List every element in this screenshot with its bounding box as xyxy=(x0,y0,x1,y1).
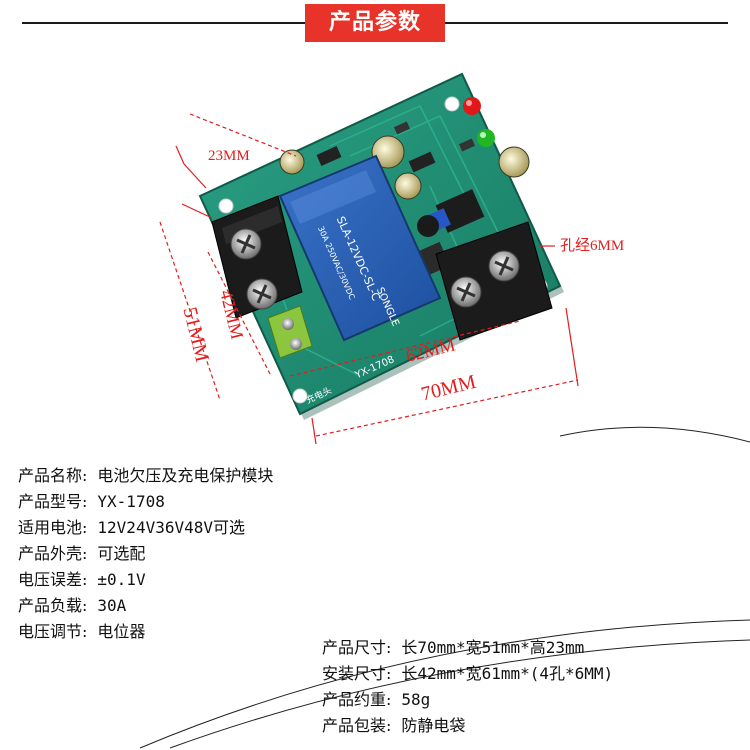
spec-row: 产品型号: YX-1708 xyxy=(18,488,165,512)
dim-hole-label: 孔经6MM xyxy=(560,237,624,254)
spec-row: 产品尺寸: 长70mm*宽51mm*高23mm xyxy=(322,634,584,658)
led-indicators xyxy=(463,97,495,147)
terminal-block-right xyxy=(435,221,553,341)
header-rule-left xyxy=(22,22,305,24)
decorative-curve xyxy=(559,426,750,443)
spec-label: 产品负载: xyxy=(18,596,88,615)
spec-value: 长70mm*宽51mm*高23mm xyxy=(401,638,585,657)
spec-row: 适用电池: 12V24V36V48V可选 xyxy=(18,514,245,538)
terminal-block-left xyxy=(211,195,303,319)
spec-label: 产品型号: xyxy=(18,492,88,511)
spec-label: 产品名称: xyxy=(18,466,88,485)
spec-label: 电压误差: xyxy=(18,570,88,589)
spec-value: 可选配 xyxy=(97,544,146,563)
section-header: 产品参数 xyxy=(0,0,750,46)
spec-row: 产品包装: 防静电袋 xyxy=(322,712,465,736)
spec-row: 电压调节: 电位器 xyxy=(18,618,145,642)
dim-board-height-label: 51MM xyxy=(178,305,213,364)
header-rule-right xyxy=(445,22,728,24)
charge-terminal xyxy=(267,305,313,359)
spec-value: 58g xyxy=(401,690,431,709)
spec-value: 长42mm*宽61mm*(4孔*6MM) xyxy=(401,664,614,683)
spec-value: YX-1708 xyxy=(97,492,165,511)
spec-label: 产品包装: xyxy=(322,716,392,735)
spec-section: 产品名称: 电池欠压及充电保护模块 产品型号: YX-1708 适用电池: 12V24… xyxy=(0,450,750,750)
spec-value: ±0.1V xyxy=(97,570,146,589)
spec-divider-curves xyxy=(139,619,750,749)
capacitors xyxy=(279,135,530,237)
dim-board-width-label: 70MM xyxy=(419,371,478,406)
mount-hole xyxy=(444,96,460,112)
spec-label: 电压调节: xyxy=(18,622,88,641)
relay: SLA-12VDC-SL-C 30A 250VAC/30VDC SONGLE xyxy=(278,154,442,342)
spec-row: 产品负载: 30A xyxy=(18,592,126,616)
spec-label: 产品尺寸: xyxy=(322,638,392,657)
spec-label: 产品外壳: xyxy=(18,544,88,563)
spec-value: 电池欠压及充电保护模块 xyxy=(97,466,274,485)
spec-row: 产品约重: 58g xyxy=(322,686,430,710)
spec-value: 电位器 xyxy=(97,622,146,641)
spec-row: 产品外壳: 可选配 xyxy=(18,540,145,564)
spec-value: 30A xyxy=(97,596,127,615)
section-title: 产品参数 xyxy=(305,4,445,42)
spec-label: 安装尺寸: xyxy=(322,664,392,683)
spec-label: 适用电池: xyxy=(18,518,88,537)
dimension-annotations xyxy=(159,113,579,445)
spec-row: 安装尺寸: 长42mm*宽61mm*(4孔*6MM) xyxy=(322,660,613,684)
spec-value: 防静电袋 xyxy=(401,716,466,735)
spec-label: 产品约重: xyxy=(322,690,392,709)
dim-height-label: 23MM xyxy=(208,148,250,164)
mount-hole xyxy=(218,198,234,214)
spec-value: 12V24V36V48V可选 xyxy=(97,518,246,537)
mount-hole xyxy=(292,388,308,404)
product-photo: SLA-12VDC-SL-C 30A 250VAC/30VDC SONGLE Y… xyxy=(159,72,750,445)
spec-row: 产品名称: 电池欠压及充电保护模块 xyxy=(18,462,273,486)
spec-row: 电压误差: ±0.1V xyxy=(18,566,146,590)
